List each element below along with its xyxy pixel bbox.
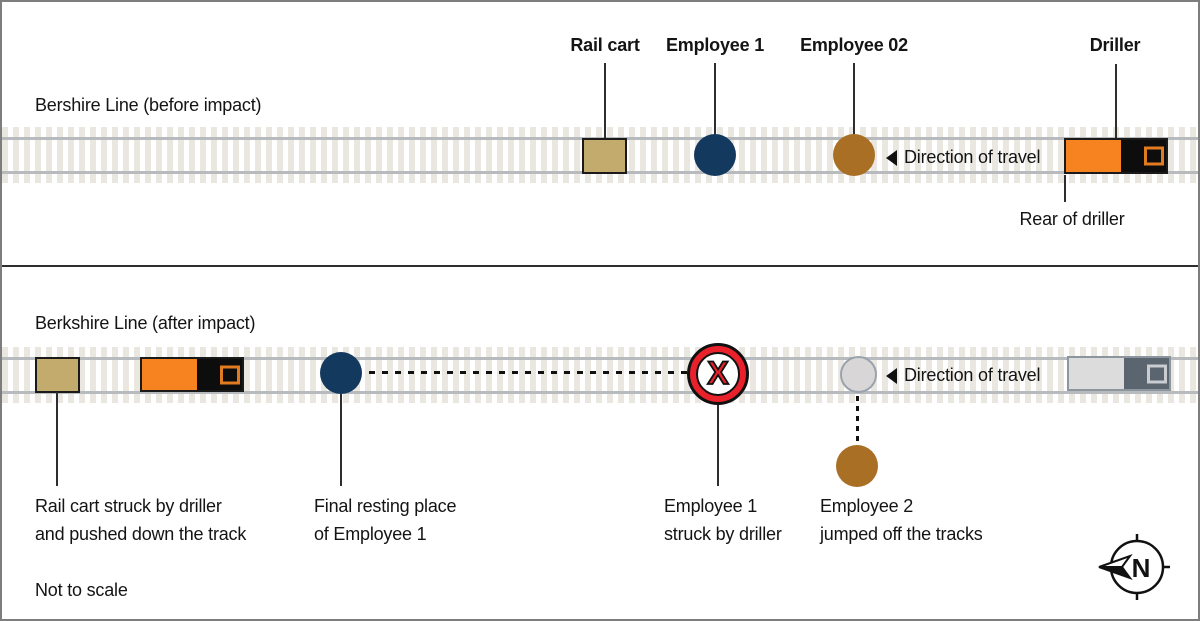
leader-line — [1115, 64, 1117, 138]
note-line: jumped off the tracks — [820, 524, 983, 544]
travel-path-dashed-line — [369, 371, 687, 374]
leader-line — [853, 63, 855, 135]
impact-point-marker: X — [687, 343, 749, 405]
impact-inner-circle: X — [696, 352, 740, 396]
rail-line — [2, 391, 1198, 394]
not-to-scale-note: Not to scale — [35, 580, 128, 600]
note-line: Employee 1 — [664, 496, 758, 516]
driller-window-icon — [1147, 364, 1167, 383]
driller-window-icon — [220, 365, 240, 384]
jump-path-dashed-line — [856, 396, 859, 444]
compass-north-label: N — [1132, 553, 1151, 583]
employee2-jumped-note: Employee 2 jumped off the tracks — [820, 492, 983, 548]
driller-cab — [197, 359, 242, 390]
driller-cab — [1121, 140, 1166, 172]
leader-line — [56, 392, 58, 486]
employee1-final-marker — [320, 352, 362, 394]
driller-marker — [1064, 138, 1168, 174]
rail-cart-callout: Rail cart — [570, 35, 640, 55]
driller-callout: Driller — [1089, 35, 1141, 55]
employee2-marker — [833, 134, 875, 176]
driller-window-icon — [1144, 146, 1164, 166]
note-line: Rail cart struck by driller — [35, 496, 222, 516]
note-line: Employee 2 — [820, 496, 914, 516]
leader-line — [714, 63, 716, 135]
direction-label: Direction of travel — [904, 147, 1041, 167]
direction-arrow-icon — [886, 367, 897, 384]
direction-label: Direction of travel — [904, 365, 1041, 385]
direction-of-travel-before: Direction of travel — [886, 147, 1040, 168]
note-line: Final resting place — [314, 496, 457, 516]
rail-cart-marker-after — [35, 357, 80, 393]
rail-cart-marker — [582, 138, 627, 174]
after-section-title: Berkshire Line (after impact) — [35, 313, 256, 333]
note-line: struck by driller — [664, 524, 782, 544]
impact-x-icon: X — [706, 355, 729, 391]
employee1-struck-note: Employee 1 struck by driller — [664, 492, 782, 548]
employee2-callout: Employee 02 — [800, 35, 908, 55]
driller-prior-position-marker — [1067, 356, 1171, 391]
driller-marker-after — [140, 357, 244, 392]
compass-icon: N — [1098, 534, 1170, 600]
leader-line — [604, 63, 606, 138]
employee2-prior-position-marker — [840, 356, 877, 393]
note-line: and pushed down the track — [35, 524, 247, 544]
rail-line — [2, 357, 1198, 360]
leader-line — [1064, 175, 1066, 202]
employee1-callout: Employee 1 — [665, 35, 765, 55]
panel-divider — [2, 265, 1198, 267]
direction-of-travel-after: Direction of travel — [886, 365, 1040, 386]
driller-cab — [1124, 358, 1169, 389]
rear-of-driller-callout: Rear of driller — [1019, 209, 1125, 229]
rail-cart-note: Rail cart struck by driller and pushed d… — [35, 492, 246, 548]
employee1-marker — [694, 134, 736, 176]
employee2-marker-after — [836, 445, 878, 487]
direction-arrow-icon — [886, 149, 897, 166]
employee1-rest-note: Final resting place of Employee 1 — [314, 492, 456, 548]
note-line: of Employee 1 — [314, 524, 427, 544]
leader-line — [340, 394, 342, 486]
before-section-title: Bershire Line (before impact) — [35, 95, 262, 115]
leader-line — [717, 405, 719, 486]
